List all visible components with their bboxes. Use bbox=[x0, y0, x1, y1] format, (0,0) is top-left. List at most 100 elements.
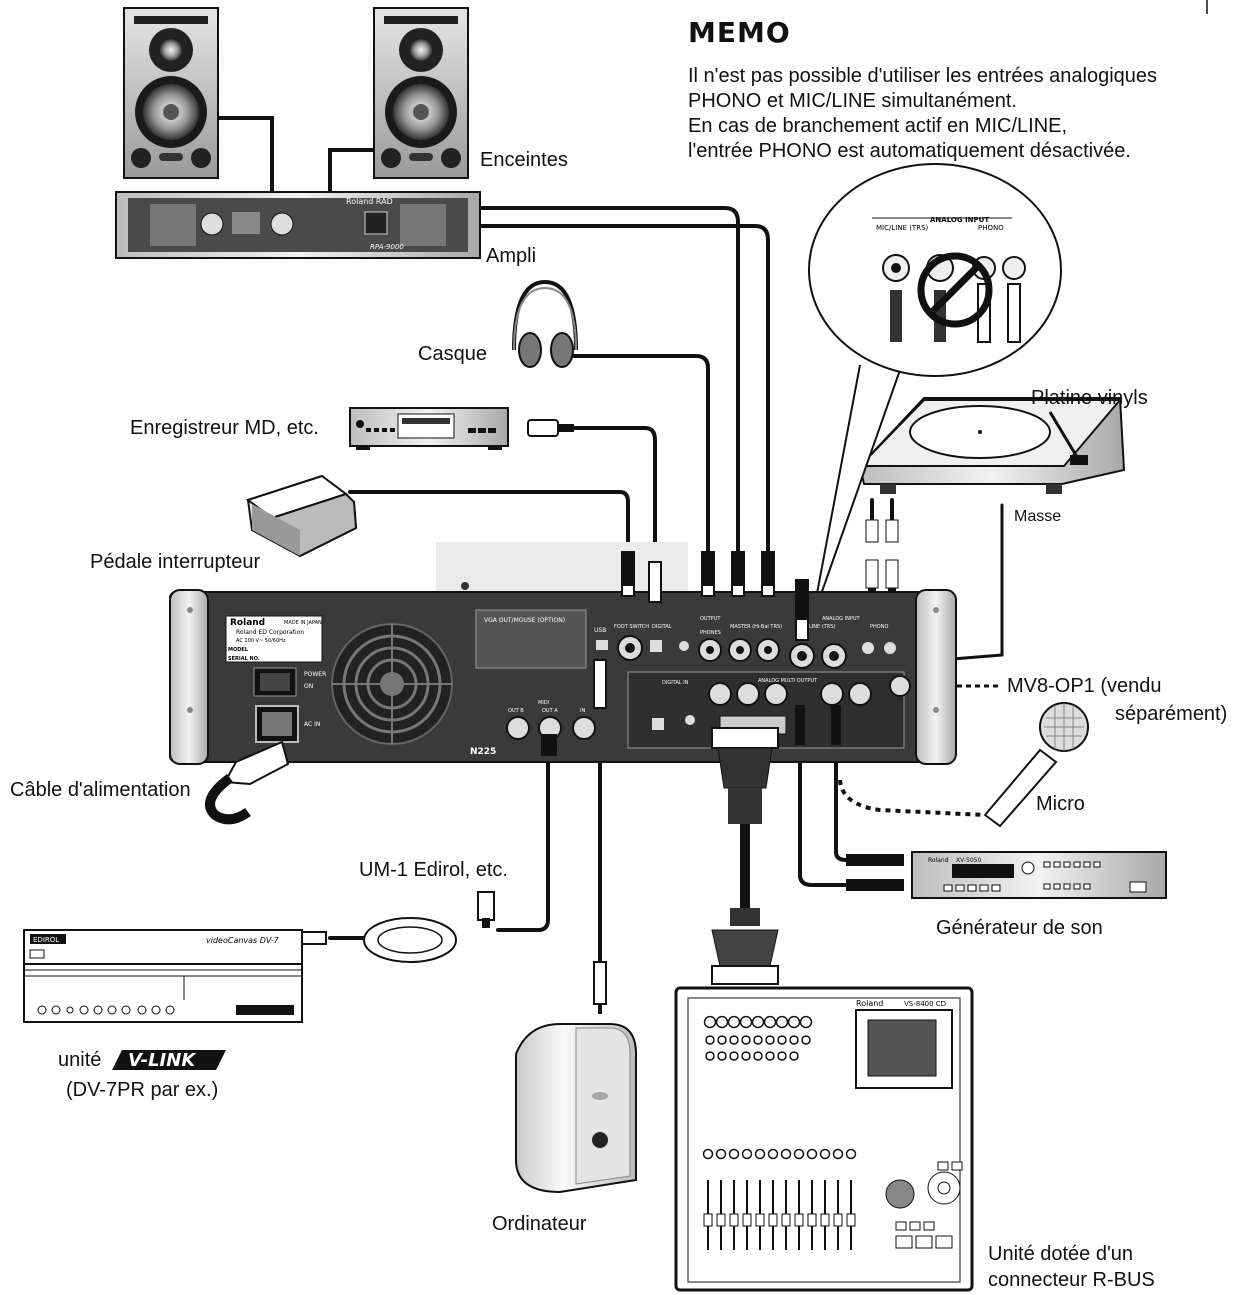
master-cable-r bbox=[476, 224, 770, 557]
svg-text:USB: USB bbox=[594, 627, 606, 634]
mixer-knob bbox=[702, 1148, 714, 1160]
svg-text:VS-8400 CD: VS-8400 CD bbox=[904, 1000, 946, 1008]
svg-text:V-LINK: V-LINK bbox=[128, 1050, 197, 1071]
label-option-board-1: MV8-OP1 (vendu bbox=[1007, 675, 1162, 697]
turntable bbox=[857, 397, 1126, 598]
svg-text:ANALOG INPUT: ANALOG INPUT bbox=[822, 616, 860, 622]
svg-text:PHONES: PHONES bbox=[700, 630, 721, 636]
svg-text:videoCanvas DV-7: videoCanvas DV-7 bbox=[206, 936, 280, 945]
label-md-recorder: Enregistreur MD, etc. bbox=[130, 417, 319, 439]
mixer-knob bbox=[780, 1148, 792, 1160]
bottom-plugs bbox=[541, 659, 841, 1014]
computer bbox=[515, 1023, 637, 1194]
fader-cap bbox=[703, 1213, 713, 1227]
um1-interface bbox=[299, 891, 495, 963]
svg-text:OUT B: OUT B bbox=[508, 708, 524, 714]
mixer-knob bbox=[767, 1148, 779, 1160]
memo-body: Il n'est pas possible d'utiliser les ent… bbox=[688, 64, 1157, 164]
svg-text:Roland: Roland bbox=[230, 618, 265, 628]
svg-text:OUT A: OUT A bbox=[542, 708, 558, 714]
mixer-knob bbox=[819, 1148, 831, 1160]
svg-text:N225: N225 bbox=[470, 747, 496, 757]
mixer-knob bbox=[715, 1015, 729, 1029]
mixer-knob bbox=[753, 1035, 763, 1045]
fader-cap bbox=[833, 1213, 843, 1227]
svg-text:ON: ON bbox=[304, 683, 313, 690]
svg-text:SERIAL NO.: SERIAL NO. bbox=[228, 656, 260, 662]
fader-cap bbox=[768, 1213, 778, 1227]
memo-title: MEMO bbox=[688, 16, 791, 49]
speaker-right bbox=[373, 7, 469, 179]
memo-callout: ANALOG INPUT MIC/LINE (TRS) PHONO bbox=[808, 163, 1062, 621]
midi-cable bbox=[496, 733, 550, 932]
svg-text:DIGITAL: DIGITAL bbox=[652, 624, 672, 630]
mixer-knob bbox=[741, 1148, 753, 1160]
mixer-knob bbox=[751, 1015, 765, 1029]
svg-text:FOOT SWITCH: FOOT SWITCH bbox=[614, 624, 649, 630]
footswitch bbox=[245, 474, 358, 558]
mixer-knob bbox=[777, 1051, 787, 1061]
rbus-mixer-controls bbox=[885, 1161, 963, 1249]
mixer-knob bbox=[775, 1015, 789, 1029]
mixer-knob bbox=[728, 1148, 740, 1160]
mixer-knob bbox=[765, 1051, 775, 1061]
mixer-knob bbox=[789, 1035, 799, 1045]
mixer-knob bbox=[705, 1035, 715, 1045]
svg-text:OUTPUT: OUTPUT bbox=[700, 616, 721, 622]
label-power-cable: Câble d'alimentation bbox=[10, 779, 191, 801]
svg-text:MASTER (Hi-Bal TRS): MASTER (Hi-Bal TRS) bbox=[730, 624, 782, 630]
vlink-device: EDIROL videoCanvas DV-7 bbox=[23, 929, 303, 1023]
mixer-knob bbox=[729, 1051, 739, 1061]
sound-module: Roland XV-5050 bbox=[846, 851, 1167, 899]
mixer-knob bbox=[806, 1148, 818, 1160]
amplifier: Roland RAD RPA-9000 bbox=[115, 191, 481, 259]
svg-text:ANALOG INPUT: ANALOG INPUT bbox=[930, 216, 989, 224]
fader-cap bbox=[807, 1213, 817, 1227]
label-option-board-2: séparément) bbox=[1115, 703, 1228, 725]
label-computer: Ordinateur bbox=[492, 1213, 587, 1235]
svg-text:RPA-9000: RPA-9000 bbox=[370, 243, 404, 251]
mixer-knob bbox=[789, 1051, 799, 1061]
fader-cap bbox=[755, 1213, 765, 1227]
mixer-knob bbox=[739, 1015, 753, 1029]
mixer-knob bbox=[741, 1051, 751, 1061]
label-ground: Masse bbox=[1014, 508, 1062, 525]
svg-text:ANALOG MULTI OUTPUT: ANALOG MULTI OUTPUT bbox=[758, 678, 818, 684]
svg-text:EDIROL: EDIROL bbox=[33, 936, 59, 944]
mixer-knob bbox=[727, 1015, 741, 1029]
memo-line: En cas de branchement actif en MIC/LINE, bbox=[688, 115, 1068, 137]
fader-cap bbox=[820, 1213, 830, 1227]
mixer-knob bbox=[793, 1148, 805, 1160]
mixer-knob bbox=[799, 1015, 813, 1029]
mixer-knob bbox=[717, 1035, 727, 1045]
label-rbus-1: Unité dotée d'un bbox=[988, 1243, 1134, 1265]
md-recorder bbox=[349, 407, 574, 450]
fader-cap bbox=[781, 1213, 791, 1227]
rbus-connectors bbox=[711, 727, 779, 985]
mixer-knob bbox=[777, 1035, 787, 1045]
svg-text:Roland ED Corporation: Roland ED Corporation bbox=[236, 629, 304, 636]
label-amp: Ampli bbox=[486, 245, 537, 267]
svg-text:AC 100 V~ 50/60Hz: AC 100 V~ 50/60Hz bbox=[236, 638, 286, 644]
svg-text:MIC/LINE (TRS): MIC/LINE (TRS) bbox=[798, 624, 835, 630]
cables bbox=[213, 116, 1004, 967]
mixer-knob bbox=[717, 1051, 727, 1061]
svg-text:VGA OUT/MOUSE (OPTION): VGA OUT/MOUSE (OPTION) bbox=[484, 617, 565, 624]
fader-cap bbox=[846, 1213, 856, 1227]
speaker-left bbox=[123, 7, 219, 179]
label-vlink-prefix: unité bbox=[58, 1049, 102, 1071]
mixer-knob bbox=[832, 1148, 844, 1160]
mixer-knob bbox=[741, 1035, 751, 1045]
mixer-knob bbox=[754, 1148, 766, 1160]
svg-text:Roland: Roland bbox=[856, 999, 883, 1008]
svg-text:DIGITAL IN: DIGITAL IN bbox=[662, 680, 689, 686]
mixer-knob bbox=[787, 1015, 801, 1029]
svg-text:Roland: Roland bbox=[928, 857, 949, 864]
memo-line: l'entrée PHONO est automatiquement désac… bbox=[688, 140, 1131, 162]
svg-text:PHONO: PHONO bbox=[870, 624, 888, 630]
label-turntable: Platine vinyls bbox=[1031, 387, 1148, 409]
svg-text:PHONO: PHONO bbox=[978, 224, 1004, 232]
mixer-knob bbox=[705, 1051, 715, 1061]
memo-line: Il n'est pas possible d'utiliser les ent… bbox=[688, 65, 1158, 87]
